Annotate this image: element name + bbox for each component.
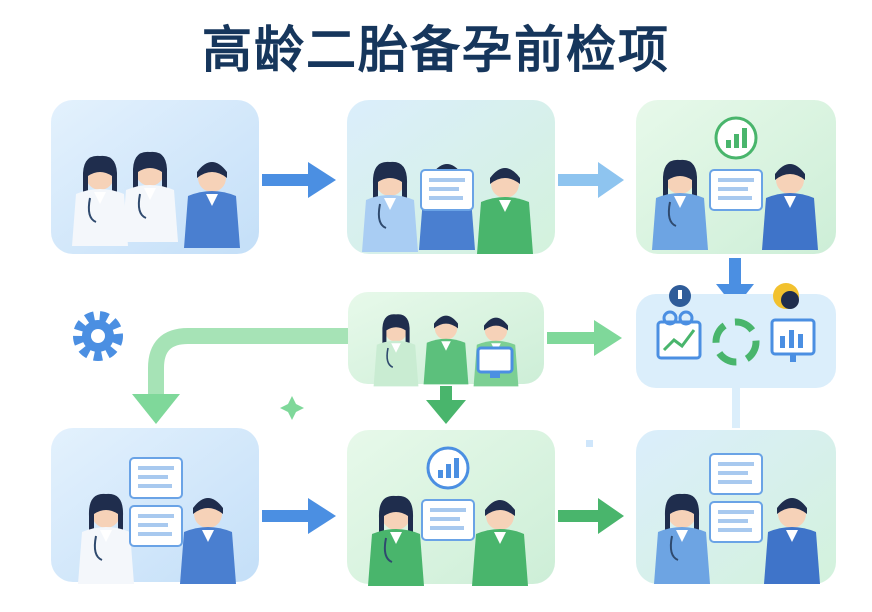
step-panel-3 xyxy=(636,100,836,254)
clipboard-icon xyxy=(656,310,702,360)
arrow-2-3 xyxy=(558,162,624,198)
arrow-5-6 xyxy=(558,498,624,534)
sparkle-icon xyxy=(280,396,304,420)
monitor-icon xyxy=(770,318,816,362)
pin-icon xyxy=(669,285,691,307)
step-panel-1 xyxy=(51,100,259,254)
chart-icon xyxy=(426,446,470,490)
step-panel-6 xyxy=(636,430,836,585)
arrow-4-5 xyxy=(262,498,336,534)
cycle-icon xyxy=(712,318,760,366)
dot-decoration xyxy=(586,440,593,447)
page-title: 高龄二胎备孕前检项 xyxy=(202,21,670,79)
step-panel-analysis xyxy=(636,283,836,388)
chart-icon xyxy=(714,116,758,160)
moon-icon xyxy=(773,283,799,309)
step-panel-5 xyxy=(347,430,555,587)
arrow-hub-loop-left xyxy=(132,328,348,424)
arrow-hub-down xyxy=(426,386,466,424)
arrow-1-2 xyxy=(262,162,336,198)
gear-icon xyxy=(73,311,123,361)
step-panel-hub xyxy=(348,292,544,388)
monitor-icon xyxy=(476,346,514,378)
arrow-hub-right xyxy=(547,320,622,356)
step-panel-2 xyxy=(347,100,555,254)
step-panel-4 xyxy=(51,428,259,585)
connector-line xyxy=(732,388,740,428)
